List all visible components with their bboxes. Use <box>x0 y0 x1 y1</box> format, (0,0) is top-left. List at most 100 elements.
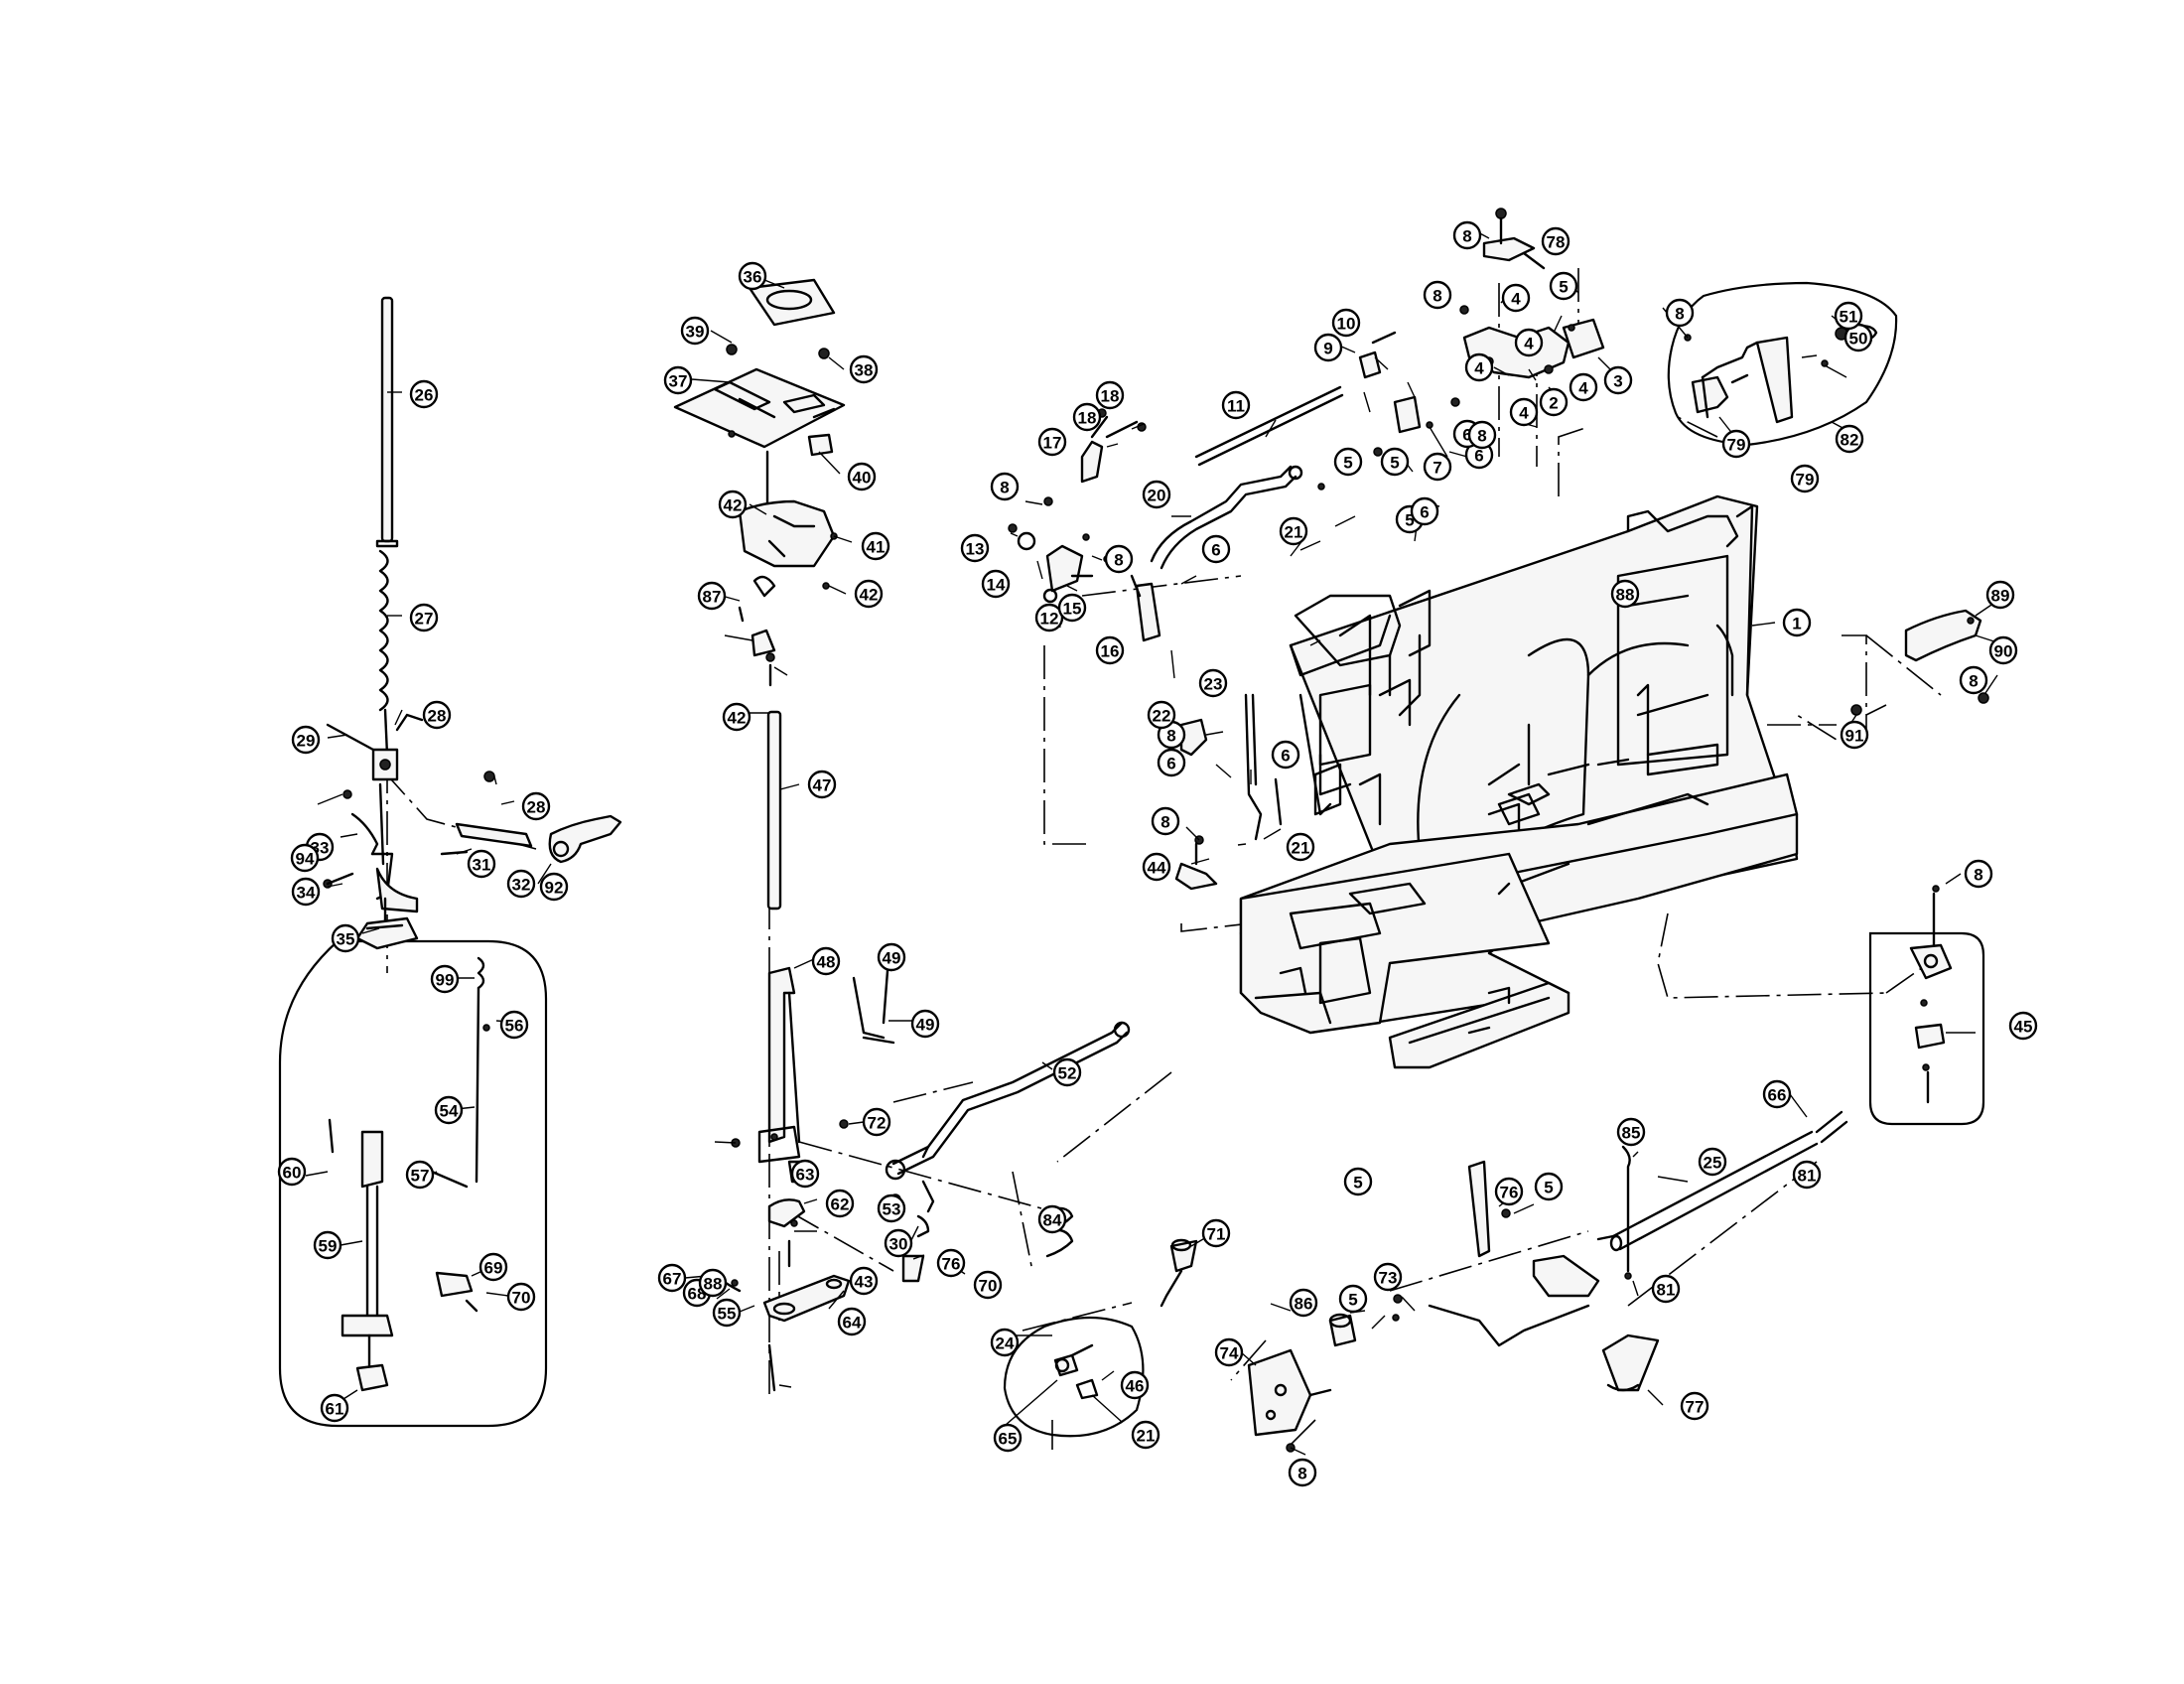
callout-circle <box>1964 859 1993 889</box>
part-callout-1: 1 <box>1782 608 1812 637</box>
callout-circle <box>1467 420 1497 450</box>
callout-circle <box>1534 1172 1564 1201</box>
part-callout-21: 21 <box>1131 1420 1160 1450</box>
callout-circle <box>698 1268 728 1298</box>
callout-circle <box>1343 1167 1373 1196</box>
callout-number: 6 <box>1462 426 1471 445</box>
part-callout-17: 17 <box>1037 427 1067 457</box>
part-callout-54: 54 <box>434 1095 464 1125</box>
part-callout-30: 30 <box>884 1228 913 1258</box>
callout-number: 26 <box>415 386 434 405</box>
part-callout-78: 78 <box>1541 226 1570 256</box>
callout-circle <box>1338 1284 1368 1314</box>
part-callout-24: 24 <box>990 1328 1020 1357</box>
part-callout-49: 49 <box>910 1009 940 1039</box>
callout-number: 8 <box>1000 479 1009 497</box>
callout-circle <box>807 770 837 799</box>
callout-number: 21 <box>1285 523 1303 542</box>
part-callout-92: 92 <box>539 872 569 902</box>
callout-circle <box>1380 447 1410 477</box>
callout-circle <box>993 1423 1023 1453</box>
part-callout-38: 38 <box>849 354 879 384</box>
part-callout-72: 72 <box>862 1107 891 1137</box>
callout-number: 52 <box>1058 1064 1077 1083</box>
part-callout-63: 63 <box>790 1159 820 1189</box>
part-callout-85: 85 <box>1616 1117 1646 1147</box>
part-callout-71: 71 <box>1201 1218 1231 1248</box>
callout-number: 42 <box>860 586 879 605</box>
part-callout-5: 5 <box>1343 1167 1373 1196</box>
part-callout-61: 61 <box>320 1393 349 1423</box>
part-callout-8: 8 <box>1964 859 1993 889</box>
callout-circle <box>467 849 496 879</box>
part-callout-32: 32 <box>506 869 536 899</box>
callout-circle <box>657 1263 687 1293</box>
callout-circle <box>811 946 841 976</box>
part-callout-42: 42 <box>722 702 751 732</box>
callout-circle <box>990 1328 1020 1357</box>
callout-number: 53 <box>883 1200 901 1219</box>
callout-circle <box>1104 544 1134 574</box>
callout-number: 17 <box>1043 434 1062 453</box>
callout-circle <box>1698 1147 1727 1177</box>
switch-assembly-outline <box>1868 931 1985 1126</box>
part-callout-39: 39 <box>680 316 710 346</box>
part-callout-88: 88 <box>1610 579 1640 609</box>
callout-circle <box>877 1193 906 1223</box>
callout-circle <box>1095 635 1125 665</box>
part-callout-6: 6 <box>1201 534 1231 564</box>
part-callout-87: 87 <box>697 581 727 611</box>
callout-circle <box>506 869 536 899</box>
callout-circle <box>910 1009 940 1039</box>
part-callout-18: 18 <box>1072 402 1102 432</box>
part-callout-66: 66 <box>1762 1079 1792 1109</box>
callout-circle <box>1037 427 1067 457</box>
callout-circle <box>663 365 693 395</box>
callout-circle <box>1095 380 1125 410</box>
callout-number: 3 <box>1613 372 1622 391</box>
callout-number: 32 <box>512 876 531 895</box>
callout-number: 88 <box>1616 586 1635 605</box>
callout-circle <box>849 1266 879 1296</box>
callout-circle <box>499 1010 529 1040</box>
part-callout-55: 55 <box>712 1298 742 1328</box>
callout-circle <box>1539 387 1569 417</box>
callout-number: 60 <box>283 1164 302 1183</box>
callout-number: 4 <box>1511 290 1521 309</box>
part-callout-8: 8 <box>1452 220 1482 250</box>
part-callout-5: 5 <box>1380 447 1410 477</box>
part-callout-2: 2 <box>1539 387 1569 417</box>
callout-circle <box>1985 580 2015 610</box>
callout-circle <box>1509 397 1539 427</box>
callout-number: 1 <box>1792 615 1801 633</box>
callout-number: 6 <box>1211 541 1220 560</box>
callout-number: 18 <box>1101 387 1120 406</box>
part-callout-37: 37 <box>663 365 693 395</box>
callout-circle <box>1782 608 1812 637</box>
callout-circle <box>1331 308 1361 338</box>
callout-circle <box>1410 496 1439 526</box>
callout-number: 94 <box>296 850 315 869</box>
bobbin-winder-outline <box>1667 281 1898 447</box>
callout-circle <box>409 603 439 632</box>
callout-number: 8 <box>1477 427 1486 446</box>
part-callout-21: 21 <box>1286 832 1315 862</box>
callout-number: 9 <box>1323 340 1332 358</box>
part-callout-79: 79 <box>1721 429 1751 459</box>
callout-circle <box>1569 372 1598 402</box>
part-callout-4: 4 <box>1501 283 1531 313</box>
part-callout-57: 57 <box>405 1160 435 1190</box>
callout-circle <box>854 579 884 609</box>
part-callout-5: 5 <box>1333 447 1363 477</box>
callout-number: 36 <box>744 268 762 287</box>
callout-number: 67 <box>663 1270 682 1289</box>
callout-number: 8 <box>1462 227 1471 246</box>
callout-number: 90 <box>1994 642 2013 661</box>
callout-circle <box>1501 283 1531 313</box>
callout-number: 81 <box>1657 1281 1676 1300</box>
callout-circle <box>1157 748 1186 777</box>
part-callout-25: 25 <box>1698 1147 1727 1177</box>
part-callout-48: 48 <box>811 946 841 976</box>
